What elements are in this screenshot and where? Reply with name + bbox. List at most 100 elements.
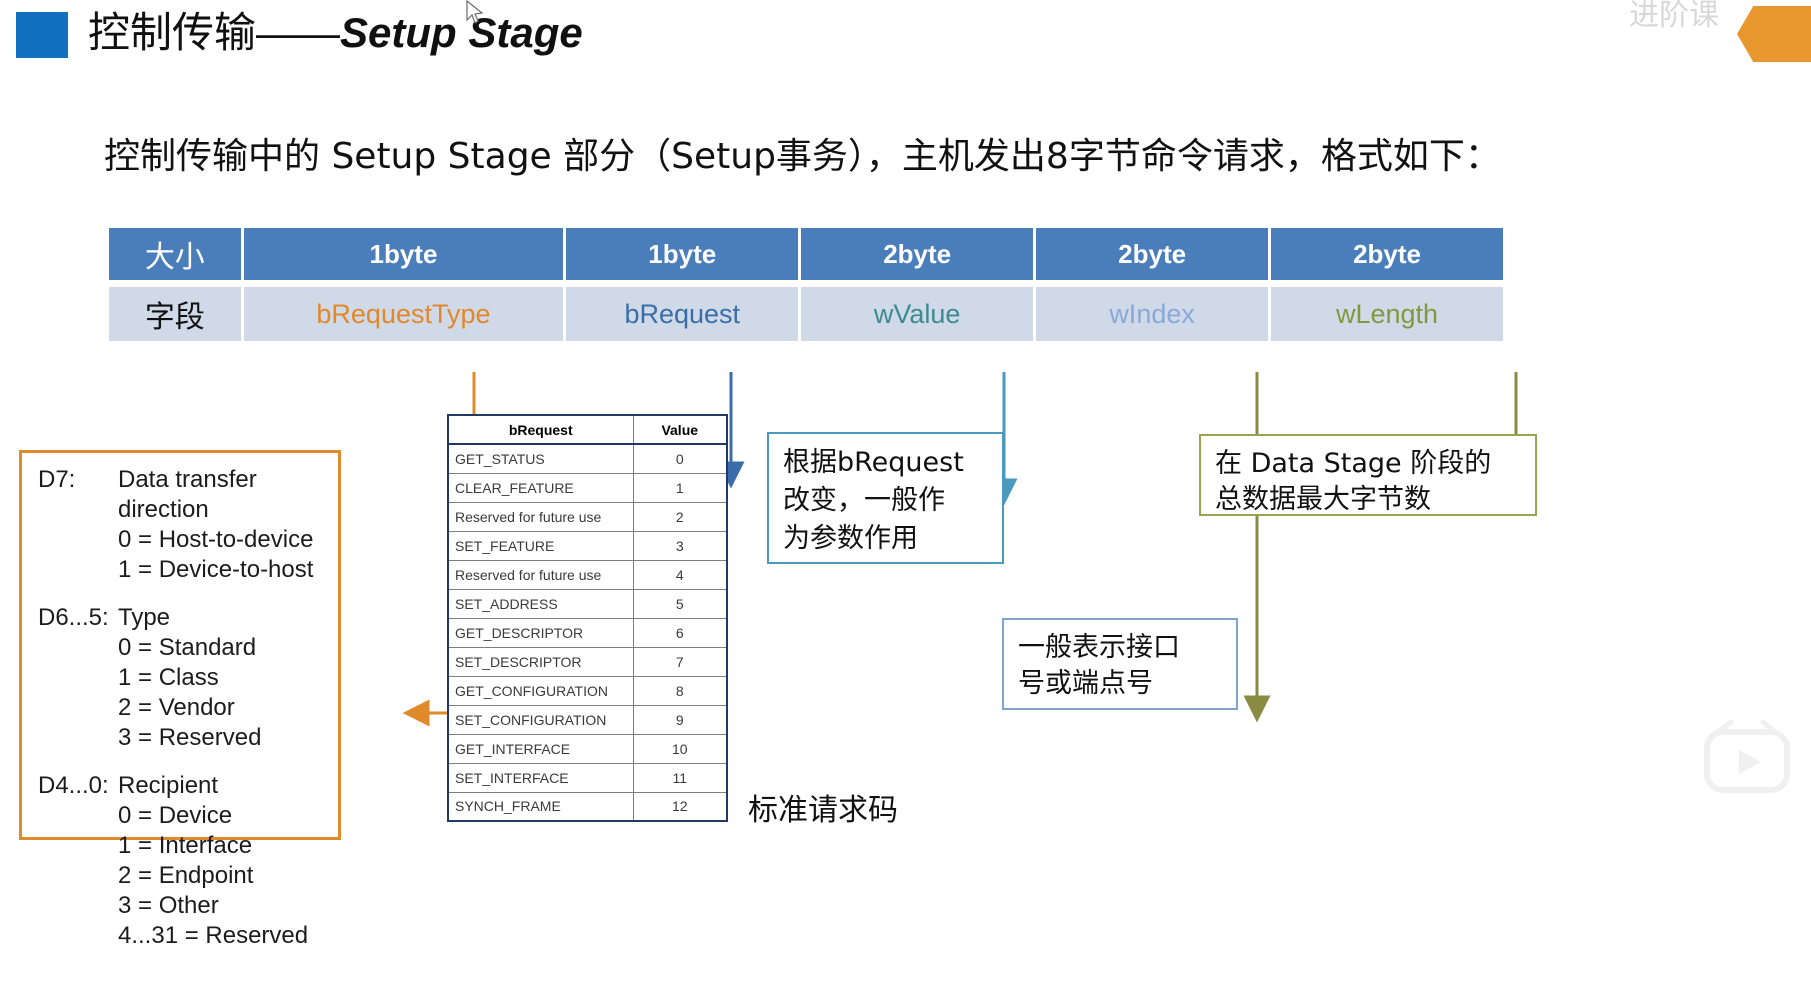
bitfield-value: 1 = Interface [118,832,253,859]
chevron-right-icon [1737,6,1811,62]
cell-request-value: 12 [632,791,728,822]
cell-request-name: Reserved for future use [447,559,634,590]
cell-request-value: 0 [632,443,728,474]
field-cell-brequest: bRequest [566,287,799,341]
cell-request-value: 4 [632,559,728,590]
bitfield-key-spacer [22,555,118,585]
bitfield-value: 0 = Device [118,802,233,829]
bitfield-key-spacer [22,663,118,693]
row-label-size: 大小 [109,228,241,280]
bitfield-value: 2 = Vendor [118,694,235,721]
bitfield-key-spacer [22,723,118,753]
column-header-value: Value [632,414,728,445]
cell-request-value: 9 [632,704,728,735]
bitfield-value: Recipient [118,772,219,799]
bitfield-key-spacer [22,633,118,663]
row-label-field: 字段 [109,287,241,341]
cell-request-value: 5 [632,588,728,619]
bitfield-line: 2 = Vendor [22,693,338,723]
bitfield-key-spacer [22,801,118,831]
bitfield-key: D4...0: [38,772,109,799]
bitfield-value: 1 = Device-to-host [118,556,314,583]
table-row-fields: 字段 bRequestType bRequest wValue wIndex w… [109,287,1503,341]
column-header-brequest: bRequest [447,414,634,445]
bitfield-value: 4...31 = Reserved [118,922,309,949]
cell-request-value: 8 [632,675,728,706]
callout-windex: 一般表示接口 号或端点号 [1002,618,1238,710]
bitfield-key-spacer [22,921,118,951]
cell-request-name: GET_DESCRIPTOR [447,617,634,648]
mouse-cursor-icon [466,0,484,24]
cell-request-value: 11 [632,762,728,793]
bitfield-line: D6...5: Type [22,603,338,633]
bitfield-line: 1 = Device-to-host [22,555,338,585]
field-cell-windex: wIndex [1036,287,1269,341]
bitfield-group-d7: D7: Data transfer direction 0 = Host-to-… [22,465,338,585]
page-title-cn: 控制传输—— [88,9,341,56]
bilibili-watermark-icon [1704,720,1790,793]
page-title-en: Setup Stage [340,9,583,56]
faded-header-text: 进阶课 [1629,0,1719,32]
bitfield-line: 1 = Class [22,663,338,693]
size-cell-1: 1byte [566,228,799,280]
cell-request-value: 1 [632,472,728,503]
bitfield-line: 2 = Endpoint [22,861,338,891]
bitfield-value: Type [118,604,171,631]
bitfield-key-spacer [22,891,118,921]
brequesttype-bitfield-box: D7: Data transfer direction 0 = Host-to-… [19,450,341,949]
bitfield-line: 0 = Host-to-device [22,525,338,555]
bitfield-key-spacer [22,525,118,555]
cell-request-value: 7 [632,646,728,677]
field-cell-brequesttype: bRequestType [243,287,564,341]
page-title: 控制传输——Setup Stage [88,2,583,64]
bitfield-group-d4-0: D4...0: Recipient 0 = Device 1 = Interfa… [22,771,338,951]
cell-request-name: Reserved for future use [447,501,634,532]
bitfield-line: D4...0: Recipient [22,771,338,801]
size-cell-0: 1byte [243,228,564,280]
size-cell-2: 2byte [801,228,1034,280]
bitfield-line: 3 = Reserved [22,723,338,753]
bitfield-key-spacer [22,693,118,723]
cell-request-name: SYNCH_FRAME [447,791,634,822]
bitfield-value: 0 = Standard [118,634,257,661]
bitfield-group-d6-5: D6...5: Type 0 = Standard 1 = Class 2 = … [22,603,338,753]
bitfield-value: 1 = Class [118,664,219,691]
title-bar: 控制传输——Setup Stage 进阶课 [0,0,1811,70]
bitfield-line: 0 = Device [22,801,338,831]
bitfield-value: 0 = Host-to-device [118,526,314,553]
bitfield-line: 4...31 = Reserved [22,921,338,951]
size-cell-4: 2byte [1271,228,1503,280]
cell-request-value: 3 [632,530,728,561]
cell-request-name: SET_FEATURE [447,530,634,561]
cell-request-name: GET_INTERFACE [447,733,634,764]
bitfield-value: 2 = Endpoint [118,862,254,889]
bitfield-line: D7: Data transfer direction [22,465,338,525]
cell-request-value: 10 [632,733,728,764]
bitfield-line: 3 = Other [22,891,338,921]
cell-request-name: GET_STATUS [447,443,634,474]
intro-paragraph: 控制传输中的 Setup Stage 部分（Setup事务），主机发出8字节命令… [104,136,1501,177]
bitfield-line: 1 = Interface [22,831,338,861]
title-accent-square [16,12,68,58]
cell-request-name: SET_DESCRIPTOR [447,646,634,677]
bitfield-key: D6...5: [38,604,109,631]
cell-request-name: CLEAR_FEATURE [447,472,634,503]
bitfield-key: D7: [38,466,76,493]
cell-request-name: SET_INTERFACE [447,762,634,793]
callout-wlength: 在 Data Stage 阶段的 总数据最大字节数 [1199,434,1537,516]
bitfield-key-spacer [22,831,118,861]
